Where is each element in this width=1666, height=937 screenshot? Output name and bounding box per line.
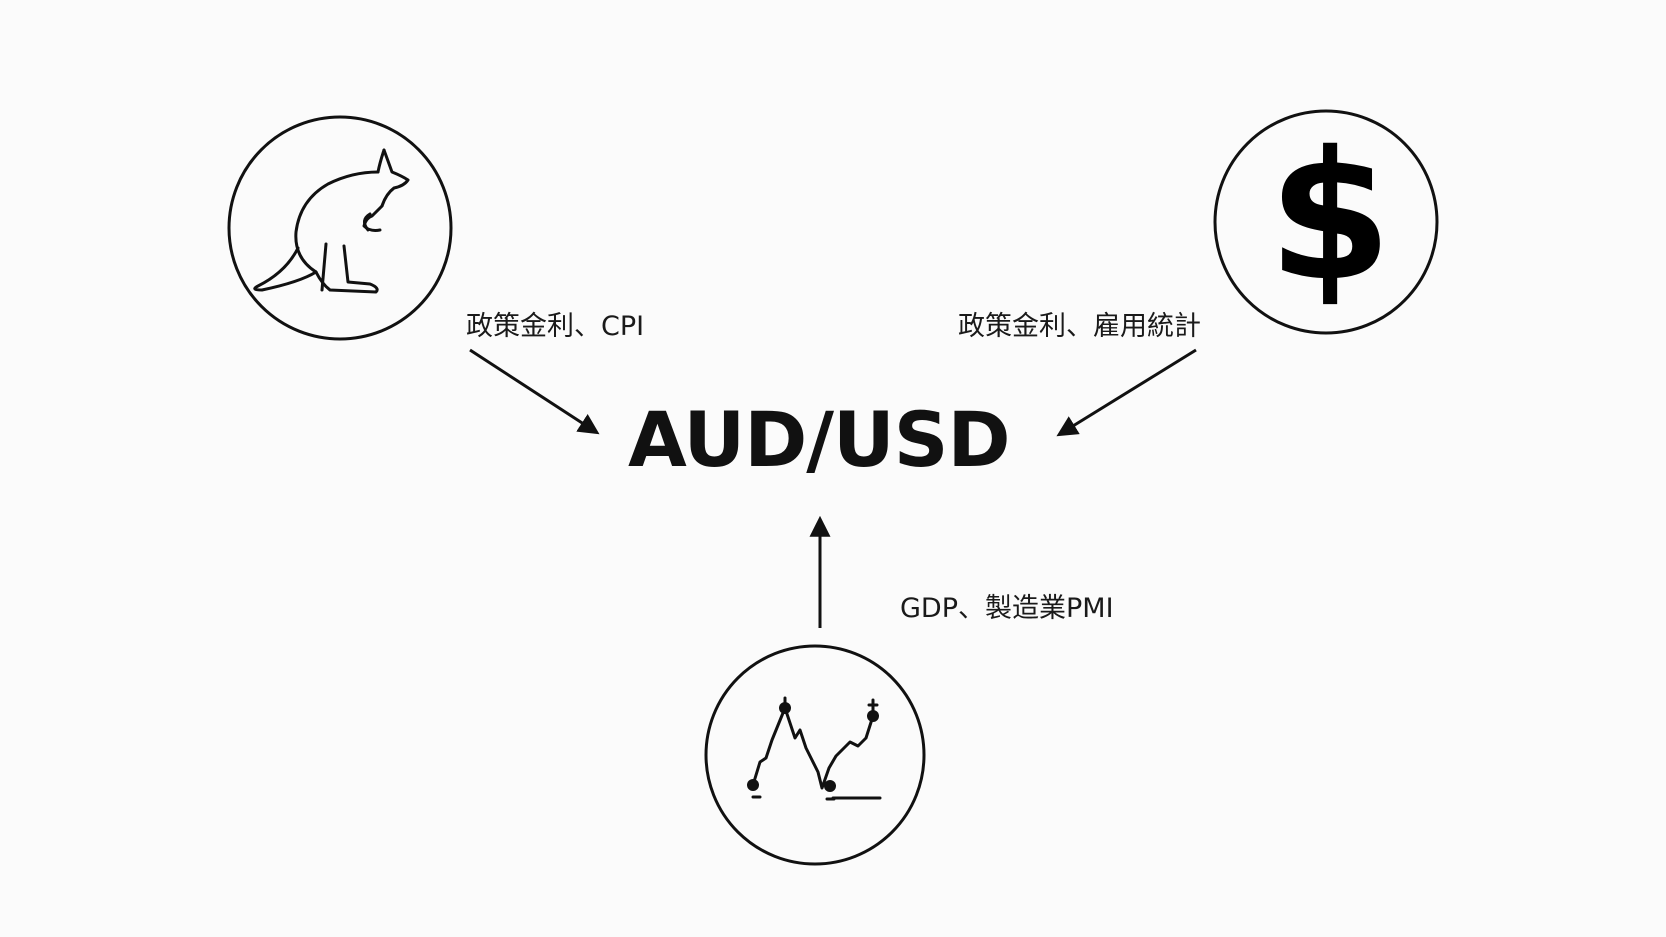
australia-node-circle	[227, 115, 453, 341]
china-node	[704, 644, 926, 866]
arrow-australia-to-center	[469, 348, 600, 435]
united-states-node-circle	[1213, 109, 1439, 335]
line-chart-icon	[751, 696, 882, 801]
kangaroo-icon	[253, 148, 410, 294]
chart-point-end	[867, 710, 879, 722]
dollar-sign-icon: $	[1268, 113, 1392, 320]
arrow-united-states-to-center	[1056, 348, 1197, 437]
united-states-factors-label: 政策金利、雇用統計	[958, 311, 1201, 342]
chart-point-peak	[779, 702, 791, 714]
chart-point-trough	[824, 780, 836, 792]
china-factors-label: GDP、製造業PMI	[900, 593, 1114, 624]
center-currency-pair-label: AUD/USD	[628, 395, 1011, 484]
australia-node	[227, 115, 453, 341]
australia-factors-label: 政策金利、CPI	[466, 311, 645, 342]
china-node-circle	[704, 644, 926, 866]
united-states-node	[1213, 109, 1439, 335]
chart-point-start	[747, 779, 759, 791]
